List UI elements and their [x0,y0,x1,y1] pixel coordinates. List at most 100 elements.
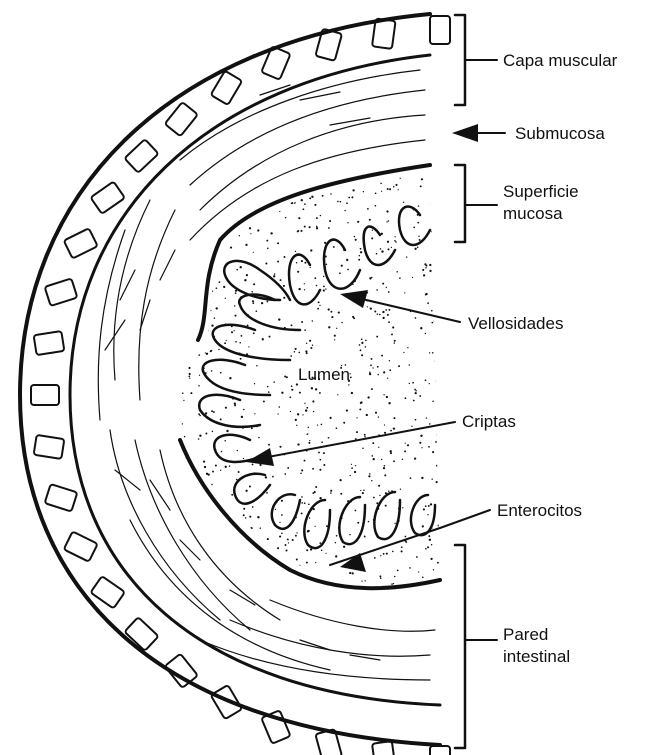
stipple-dot [194,479,196,481]
stipple-dot [371,388,373,390]
stipple-dot [214,240,215,241]
stipple-dot [307,530,309,532]
stipple-dot [270,232,272,234]
stipple-dot [176,486,178,488]
stipple-dot [206,473,208,475]
stipple-dot [422,525,424,527]
stipple-dot [362,492,364,494]
stipple-dot [201,536,202,537]
stipple-dot [335,542,336,543]
stipple-dot [181,255,183,257]
stipple-dot [296,425,297,426]
stipple-dot [271,200,273,202]
stipple-dot [182,347,184,349]
stipple-dot [209,302,211,304]
stipple-dot [431,231,433,233]
stipple-dot [287,538,289,540]
stipple-dot [193,259,194,260]
stipple-dot [196,189,198,191]
stipple-dot [179,235,181,237]
stipple-dot [257,516,259,518]
stipple-dot [236,214,238,216]
stipple-dot [401,550,403,552]
stipple-dot [190,392,192,394]
stipple-dot [239,564,240,565]
stipple-dot [198,354,200,356]
stipple-dot [400,178,401,179]
stipple-dot [437,562,439,564]
stipple-dot [389,369,391,371]
stipple-dot [314,204,316,206]
stipple-dot [229,377,231,379]
stipple-dot [312,320,313,321]
stipple-dot [194,166,196,168]
stipple-dot [203,251,205,253]
stipple-dot [352,189,354,191]
stipple-dot [250,233,251,234]
stipple-dot [177,499,178,500]
stipple-dot [220,372,222,374]
stipple-dot [359,255,361,257]
stipple-dot [375,192,377,194]
stipple-dot [304,203,306,205]
stipple-dot [404,397,406,399]
stipple-dot [420,327,422,329]
stipple-dot [209,289,211,291]
stipple-dot [179,242,181,244]
stipple-dot [284,573,286,575]
stipple-dot [253,283,255,285]
stipple-dot [245,244,247,246]
stipple-dot [267,248,269,250]
stipple-dot [386,287,387,288]
stipple-dot [386,553,388,555]
stipple-dot [413,400,415,402]
stipple-dot [198,196,200,198]
stipple-dot [227,527,229,529]
stipple-dot [364,536,366,538]
stipple-dot [405,536,407,538]
stipple-dot [265,476,267,478]
stipple-dot [361,354,363,356]
stipple-dot [239,186,241,188]
stipple-dot [234,402,236,404]
stipple-dot [186,216,188,218]
stipple-dot [281,514,283,516]
stipple-dot [431,202,433,204]
stipple-dot [234,404,236,406]
stipple-dot [183,477,184,478]
stipple-dot [430,503,432,505]
stipple-dot [214,187,215,188]
stipple-dot [251,210,253,212]
label-pared-line2: intestinal [503,647,570,666]
stipple-dot [206,546,208,548]
stipple-dot [316,285,318,287]
stipple-dot [225,407,227,409]
stipple-dot [387,314,389,316]
stipple-dot [306,549,308,551]
stipple-dot [378,416,379,417]
stipple-dot [295,251,296,252]
stipple-dot [369,373,371,375]
stipple-dot [415,317,417,319]
stipple-dot [209,511,211,513]
stipple-dot [391,333,393,335]
stipple-dot [245,517,247,519]
stipple-dot [216,171,218,173]
stipple-dot [360,490,361,491]
stipple-dot [433,240,434,241]
stipple-dot [277,167,278,168]
stipple-dot [309,440,310,441]
stipple-dot [382,311,384,313]
stipple-dot [428,535,430,537]
stipple-dot [379,495,380,496]
stipple-dot [351,467,353,469]
stipple-dot [202,191,204,193]
stipple-dot [429,264,431,266]
stipple-dot [269,197,271,199]
stipple-dot [176,341,178,343]
stipple-dot [346,202,348,204]
stipple-dot [312,492,314,494]
stipple-dot [262,176,263,177]
stipple-dot [308,571,309,572]
stipple-dot [325,553,326,554]
